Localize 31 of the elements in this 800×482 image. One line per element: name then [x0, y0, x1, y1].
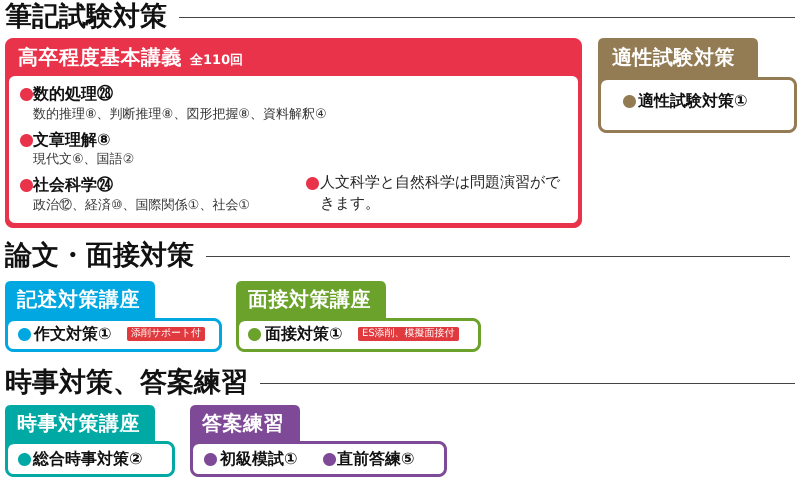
panel-title: 記述対策講座 [17, 287, 140, 311]
section-heading: 筆記試験対策 [5, 0, 167, 34]
panel-title: 高卒程度基本講義 [18, 45, 182, 69]
section-heading: 論文・面接対策 [5, 239, 194, 273]
course-panel [5, 38, 582, 228]
course-panel [5, 405, 175, 477]
course-item: 作文対策① [34, 324, 112, 344]
course-panel [5, 281, 222, 352]
course-item: 面接対策① [265, 324, 343, 344]
session-count: 全110回 [190, 52, 244, 69]
panel-title: 適性試験対策 [612, 45, 735, 69]
course-panel [190, 405, 447, 477]
note-text: 人文科学と自然科学は問題演習ができます。 [320, 172, 562, 214]
subject-breakdown: 現代文⑥、国語② [33, 152, 134, 168]
subject-heading: 数的処理㉘ [33, 84, 113, 104]
feature-tag: 添削サポート付 [127, 327, 205, 341]
course-panel [598, 38, 797, 133]
panel-title: 答案練習 [202, 411, 284, 435]
course-item: 総合時事対策② [33, 449, 143, 469]
subject-breakdown: 数的推理⑧、判断推理⑧、図形把握⑧、資料解釈④ [33, 107, 327, 123]
subject-breakdown: 政治⑫、経済⑩、国際関係①、社会① [33, 198, 250, 214]
course-panel [236, 281, 481, 352]
subject-heading: 文章理解⑧ [33, 130, 111, 150]
panel-title: 時事対策講座 [17, 411, 140, 435]
feature-tag: ES添削、模擬面接付 [358, 327, 459, 341]
subject-heading: 社会科学㉔ [33, 175, 113, 195]
course-item: 適性試験対策① [638, 91, 748, 111]
course-item: 直前答練⑤ [337, 449, 415, 469]
section-heading: 時事対策、答案練習 [5, 366, 248, 400]
course-item: 初級模試① [220, 449, 298, 469]
panel-title: 面接対策講座 [248, 287, 371, 311]
